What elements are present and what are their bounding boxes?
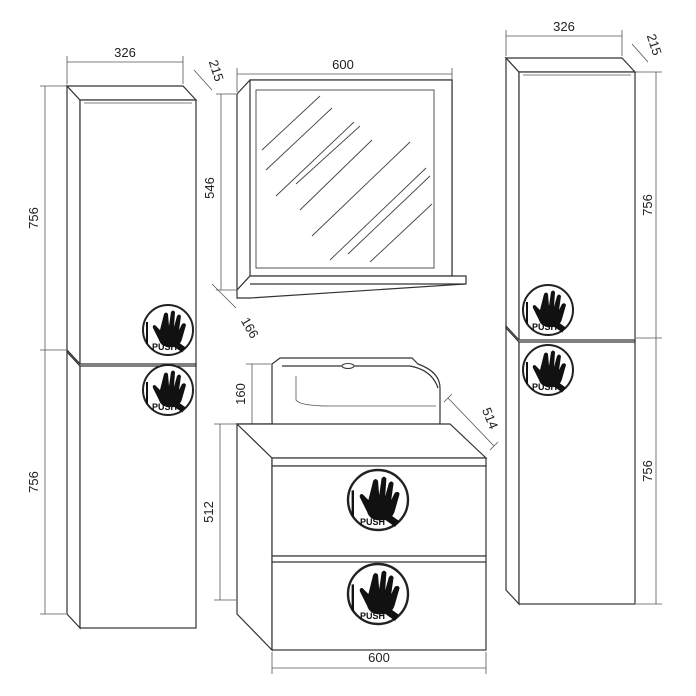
vanity-width-label: 600 (368, 650, 390, 665)
mirror (236, 79, 467, 299)
vanity-height-dimension: 512 (201, 423, 236, 601)
left-cabinet-lower-height-label: 756 (26, 471, 41, 493)
push-badge: PUSH (348, 564, 408, 624)
right-cabinet-depth-label: 215 (644, 32, 665, 57)
mirror-width-label: 600 (332, 57, 354, 72)
vanity-top (235, 423, 488, 459)
mirror-glass (255, 89, 435, 269)
mirror-height-dimension: 546 (202, 93, 236, 291)
push-badge: PUSH (143, 365, 193, 415)
sink-depth-label: 514 (479, 405, 501, 431)
mirror-shelf-depth-label: 166 (238, 315, 262, 341)
vanity-side (236, 423, 273, 652)
sink-height-dimension: 160 (233, 363, 271, 425)
right-cabinet-upper-height-dimension: 756 (636, 71, 662, 339)
push-badge: PUSH (523, 345, 573, 395)
mirror-reflection (261, 95, 433, 263)
right-cabinet-front (518, 71, 636, 605)
right-cabinet-upper-height-label: 756 (640, 194, 655, 216)
right-cabinet-lower-height-dimension: 756 (636, 338, 662, 605)
left-cabinet-upper-height-label: 756 (26, 207, 41, 229)
push-badge-label: PUSH (532, 382, 557, 392)
vanity-height-label: 512 (201, 501, 216, 523)
mirror-height-label: 546 (202, 177, 217, 199)
right-cabinet (504, 56, 637, 606)
right-cabinet-divider (505, 324, 636, 343)
right-cabinet-lower-height-label: 756 (640, 460, 655, 482)
right-cabinet-width-label: 326 (553, 19, 575, 34)
left-cabinet-depth-dimension: 215 (193, 58, 227, 91)
vanity-width-dimension: 600 (271, 650, 487, 674)
push-badge-label: PUSH (360, 517, 385, 527)
left-cabinet-top (65, 85, 198, 101)
right-cabinet-depth-dimension: 215 (631, 32, 665, 63)
left-cabinet-lower-height-dimension: 756 (26, 350, 66, 615)
mirror-frame (249, 79, 453, 277)
push-badge-label: PUSH (152, 342, 177, 352)
mirror-width-dimension: 600 (236, 57, 453, 92)
push-badge-label: PUSH (360, 611, 385, 621)
sink-height-label: 160 (233, 383, 248, 405)
right-cabinet-side (505, 56, 520, 606)
push-badge: PUSH (143, 305, 193, 355)
push-badge-label: PUSH (532, 322, 557, 332)
right-cabinet-top (504, 57, 637, 73)
left-cabinet (65, 84, 198, 630)
left-cabinet-upper-height-dimension: 756 (26, 85, 66, 351)
left-cabinet-depth-label: 215 (206, 58, 227, 83)
push-badge: PUSH (523, 285, 573, 335)
push-badge-label: PUSH (152, 402, 177, 412)
push-badge: PUSH (348, 470, 408, 530)
right-cabinet-width-dimension: 326 (505, 19, 623, 56)
left-cabinet-width-dimension: 326 (66, 45, 184, 84)
mirror-shelf (236, 275, 467, 299)
vanity-top-edge (271, 457, 487, 467)
left-cabinet-width-label: 326 (114, 45, 136, 60)
sink-drain-icon (341, 363, 355, 369)
